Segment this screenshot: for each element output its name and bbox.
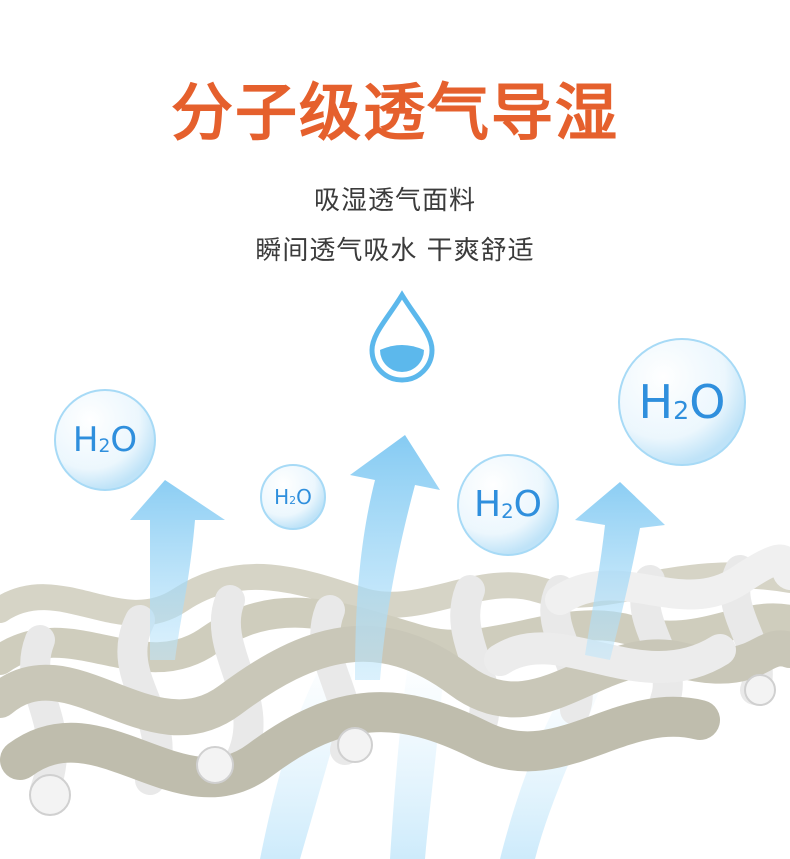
headline: 分子级透气导湿: [170, 76, 619, 149]
subtitle-fabric: 吸湿透气面料: [313, 186, 476, 216]
upward-arrow-icon: [130, 435, 665, 680]
fabric-weave: [0, 544, 790, 816]
water-drop-icon: [369, 290, 435, 383]
water-molecule-bubble: [54, 338, 746, 556]
subtitle-benefit: 瞬间透气吸水 干爽舒适: [255, 236, 535, 266]
